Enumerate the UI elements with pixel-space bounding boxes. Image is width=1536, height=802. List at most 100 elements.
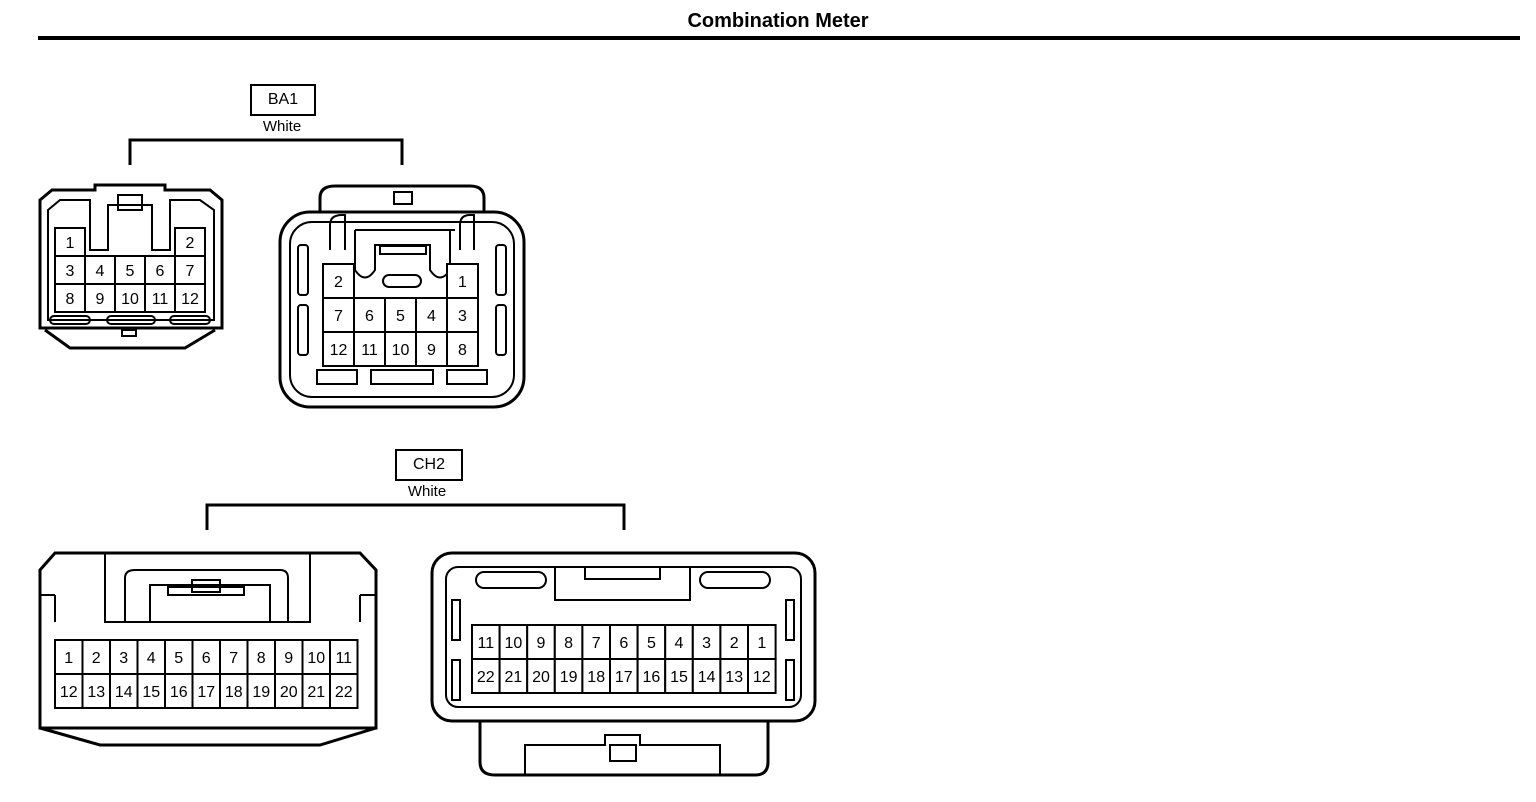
ch2-left-pin-1: 1 xyxy=(64,650,73,667)
ch2-left-pin-4: 4 xyxy=(147,650,156,667)
ch2-right-pin-10: 10 xyxy=(505,635,523,652)
ba1-left-pin-cell xyxy=(114,255,146,285)
ch2-bracket xyxy=(205,503,626,530)
ch2-left-pin-7: 7 xyxy=(229,650,238,667)
ch2-left-pin-cell xyxy=(109,673,139,709)
ba1-right-pin-5: 5 xyxy=(396,308,405,325)
connector-ch2-label: CH2 xyxy=(395,449,463,481)
ba1-right-pin-cell xyxy=(415,331,448,367)
ch2-right-pin-cell xyxy=(553,658,584,694)
ch2-right-pin-6: 6 xyxy=(619,635,628,652)
ch2-left-pin-cell xyxy=(219,639,249,675)
ch2-left-connector-body xyxy=(38,551,378,747)
ba1-left-pin-4: 4 xyxy=(96,263,105,280)
ba1-right-pin-8: 8 xyxy=(458,342,467,359)
ba1-left-pin-10: 10 xyxy=(121,291,139,308)
ch2-left-pin-cell xyxy=(246,639,276,675)
ch2-left-pin-9: 9 xyxy=(284,650,293,667)
ba1-right-pin-4: 4 xyxy=(427,308,436,325)
ch2-right-pin-14: 14 xyxy=(698,669,716,686)
ch2-left-pin-15: 15 xyxy=(142,684,160,701)
ch2-left-pin-21: 21 xyxy=(307,684,325,701)
ch2-right-pin-12: 12 xyxy=(753,669,771,686)
ch2-left-pin-13: 13 xyxy=(87,684,105,701)
ch2-left-pin-11: 11 xyxy=(335,650,352,667)
ch2-right-pin-18: 18 xyxy=(587,669,605,686)
ch2-left-pin-22: 22 xyxy=(335,684,353,701)
ch2-right-pin-1: 1 xyxy=(757,635,766,652)
ba1-left-pin-6: 6 xyxy=(156,263,165,280)
ch2-left-pin-cell xyxy=(54,673,84,709)
ch2-right-pin-3: 3 xyxy=(702,635,711,652)
ch2-right-pin-cell xyxy=(636,658,667,694)
ch2-right-pin-cell xyxy=(747,658,777,694)
ba1-left-pin-cell xyxy=(174,255,206,285)
ch2-left-pin-14: 14 xyxy=(115,684,133,701)
ch2-right-connector-body xyxy=(430,551,817,777)
connector-ba1-label: BA1 xyxy=(250,84,316,116)
ba1-right-pin-cell xyxy=(322,263,355,299)
ba1-right-pin-1: 1 xyxy=(458,274,467,291)
ba1-left-pin-cell xyxy=(144,283,176,313)
ch2-right-pin-cell xyxy=(636,624,667,660)
ch2-left-pin-20: 20 xyxy=(280,684,298,701)
ba1-right-pin-cell xyxy=(446,263,479,299)
ba1-left-pin-cell xyxy=(84,283,116,313)
ch2-left-pin-16: 16 xyxy=(170,684,188,701)
ch2-left-pin-19: 19 xyxy=(252,684,270,701)
ba1-left-pin-3: 3 xyxy=(66,263,75,280)
ch2-right-pin-cell xyxy=(498,624,529,660)
ch2-right-pin-5: 5 xyxy=(647,635,656,652)
ba1-left-pin-1: 1 xyxy=(66,235,75,252)
ch2-left-pin-cell xyxy=(219,673,249,709)
ch2-left-pin-cell xyxy=(301,673,331,709)
ba1-left-pin-5: 5 xyxy=(126,263,135,280)
ch2-right-pin-22: 22 xyxy=(477,669,495,686)
ch2-left-pin-10: 10 xyxy=(307,650,325,667)
ba1-right-pin-6: 6 xyxy=(365,308,374,325)
ch2-left-pin-8: 8 xyxy=(257,650,266,667)
ch2-right-pin-8: 8 xyxy=(564,635,573,652)
ch2-left-pin-cell xyxy=(109,639,139,675)
ch2-right-pin-4: 4 xyxy=(675,635,684,652)
connector-ba1-color: White xyxy=(262,118,302,135)
ch2-right-pin-11: 11 xyxy=(477,635,494,652)
ch2-right-pin-13: 13 xyxy=(725,669,743,686)
ba1-left-pin-7: 7 xyxy=(186,263,195,280)
ch2-left-pin-cell xyxy=(191,673,221,709)
ch2-left-pin-cell xyxy=(329,673,359,709)
ch2-right-pin-20: 20 xyxy=(532,669,550,686)
ch2-left-pin-17: 17 xyxy=(197,684,215,701)
ch2-left-pin-6: 6 xyxy=(202,650,211,667)
ch2-left-pin-cell xyxy=(274,673,304,709)
ch2-right-pin-cell xyxy=(471,624,501,660)
ba1-left-pin-9: 9 xyxy=(96,291,105,308)
ba1-left-pin-11: 11 xyxy=(152,291,169,308)
ch2-right-pin-16: 16 xyxy=(643,669,661,686)
ch2-left-pin-3: 3 xyxy=(119,650,128,667)
connector-ch2-color: White xyxy=(407,483,447,500)
ba1-right-pin-7: 7 xyxy=(334,308,343,325)
ch2-right-pin-21: 21 xyxy=(505,669,523,686)
ba1-left-pin-cell xyxy=(174,227,206,257)
ba1-left-pin-cell xyxy=(174,283,206,313)
ba1-left-pin-cell xyxy=(54,255,86,285)
ba1-left-pin-8: 8 xyxy=(66,291,75,308)
ch2-left-pin-2: 2 xyxy=(92,650,101,667)
title-rule xyxy=(38,36,1520,40)
ch2-left-pin-12: 12 xyxy=(60,684,78,701)
ch2-left-pin-18: 18 xyxy=(225,684,243,701)
ch2-right-pin-cell xyxy=(526,658,556,694)
page-title: Combination Meter xyxy=(687,10,869,32)
ch2-right-pin-9: 9 xyxy=(537,635,546,652)
ba1-left-pin-cell xyxy=(114,283,146,313)
ba1-right-connector-body xyxy=(278,184,526,409)
ch2-right-pin-cell xyxy=(691,658,722,694)
ch2-right-pin-15: 15 xyxy=(670,669,688,686)
ch2-right-pin-cell xyxy=(609,624,639,660)
ch2-left-pin-5: 5 xyxy=(174,650,183,667)
ba1-left-connector-body xyxy=(38,183,224,350)
ba1-right-pin-9: 9 xyxy=(427,342,436,359)
ba1-right-pin-cell xyxy=(446,331,479,367)
